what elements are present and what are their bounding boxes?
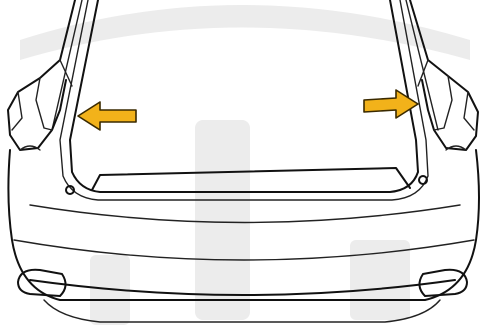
right-tail-light — [410, 0, 478, 150]
arrow-right — [364, 90, 418, 118]
arrow-left — [78, 102, 136, 130]
